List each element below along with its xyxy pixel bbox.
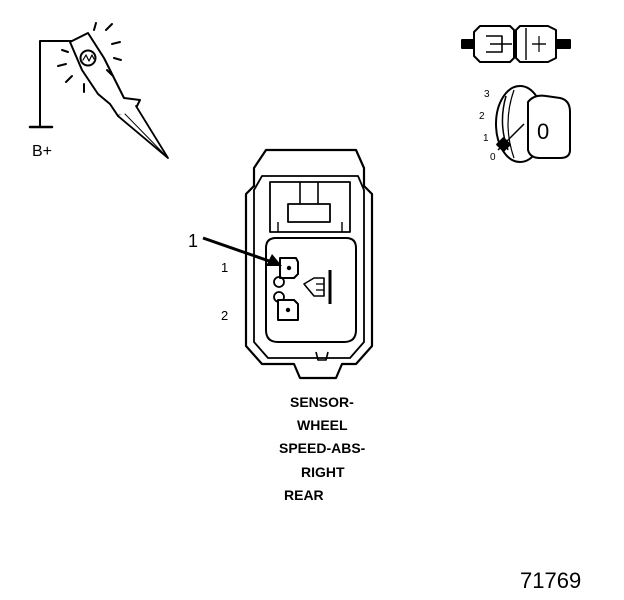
ignition-position-2: 2 [479, 111, 485, 122]
two-pin-connector-face-icon [244, 148, 374, 380]
ignition-key [527, 94, 571, 159]
caption-line-2: WHEEL [297, 417, 348, 433]
callout-arrow [202, 236, 282, 266]
probe-filament [82, 54, 95, 62]
caption-line-4: RIGHT [301, 464, 345, 480]
probe-handle [69, 32, 141, 117]
probe-label: B+ [32, 143, 52, 160]
connector-inner-cavity [265, 237, 357, 343]
pin-label-2: 2 [221, 308, 228, 323]
connector-latch [269, 181, 351, 233]
connector-disconnected-icon [461, 25, 571, 63]
light-rays [57, 22, 122, 93]
callout-number: 1 [188, 231, 198, 251]
caption-line-3: SPEED-ABS- [279, 440, 366, 456]
pin-label-1: 1 [221, 260, 228, 275]
figure-number: 71769 [520, 568, 581, 593]
caption-line-5: REAR [284, 487, 324, 503]
ignition-position-3: 3 [484, 89, 490, 100]
connector-outer-shroud [244, 148, 374, 380]
ignition-position-1: 1 [483, 133, 489, 144]
probe-lead-wire [39, 40, 73, 127]
ignition-switch-icon [495, 85, 571, 163]
ignition-pointer-marker [496, 137, 511, 152]
ignition-key-label: 0 [537, 119, 549, 144]
connector-key [303, 277, 325, 297]
ignition-position-0: 0 [490, 152, 496, 163]
caption-line-1: SENSOR- [290, 394, 354, 410]
test-light-probe-icon [28, 22, 169, 159]
